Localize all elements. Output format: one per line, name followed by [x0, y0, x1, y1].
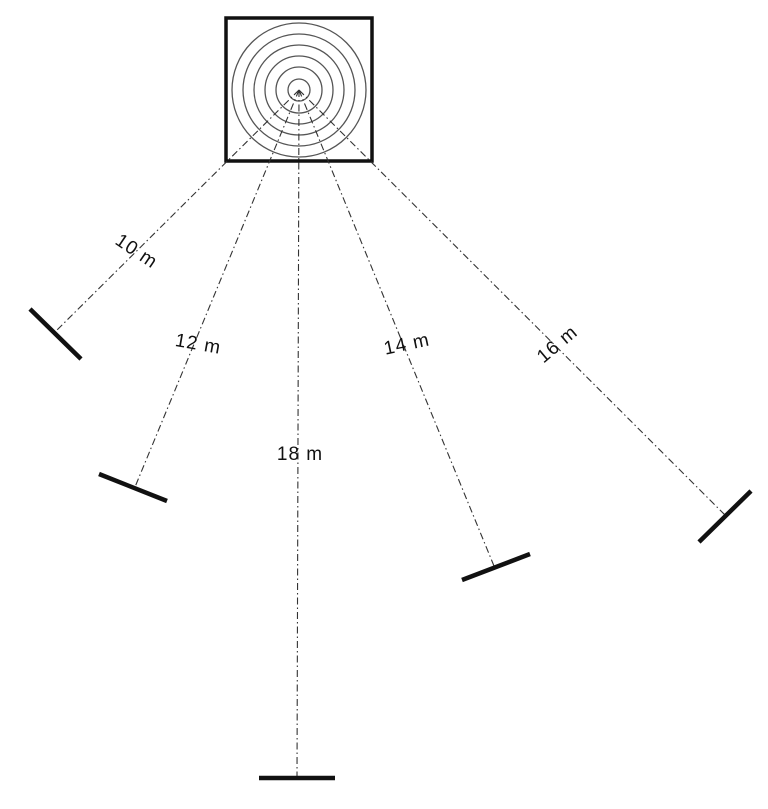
ray-18m: [296, 89, 300, 779]
distance-label-10m: 10 m: [111, 230, 161, 273]
shooting-line-12m: [98, 471, 168, 504]
target-frame: [224, 16, 374, 163]
ray-14m: [298, 89, 495, 567]
distance-label-16m: 16 m: [533, 322, 582, 368]
ray-16m: [298, 89, 726, 516]
distance-label-14m: 14 m: [382, 329, 432, 359]
target-ring: [242, 33, 356, 147]
ray-12m: [134, 89, 300, 488]
shooting-line-16m: [697, 489, 753, 544]
shooting-line-14m: [461, 551, 531, 583]
ray-10m: [54, 89, 300, 333]
target-ring: [231, 22, 367, 158]
distance-label-18m: 18 m: [277, 444, 323, 465]
distance-label-12m: 12 m: [173, 330, 222, 359]
target-ring: [275, 66, 323, 114]
shooting-line-10m: [28, 307, 83, 361]
